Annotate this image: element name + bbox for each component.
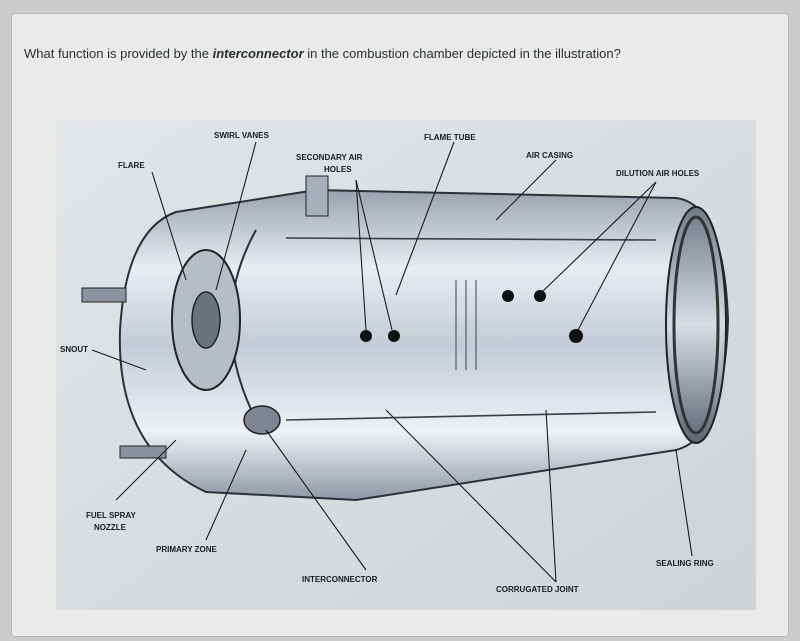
corrugated-joint-shape	[455, 280, 477, 370]
combustion-chamber-diagram: SWIRL VANES FLAME TUBE SECONDARY AIR HOL…	[56, 120, 756, 610]
label-air-casing: AIR CASING	[526, 151, 573, 160]
label-swirl-vanes: SWIRL VANES	[214, 131, 269, 140]
secondary-air-hole	[360, 330, 372, 342]
dilution-air-hole	[569, 329, 583, 343]
sealing-ring-shape	[672, 215, 720, 435]
label-interconnector: INTERCONNECTOR	[302, 575, 378, 584]
flame-tube-body	[285, 237, 657, 421]
outlet-opening	[665, 206, 727, 444]
top-mount	[305, 175, 329, 217]
label-flare: FLARE	[118, 161, 145, 170]
label-sealing-ring: SEALING RING	[656, 559, 714, 568]
label-primary-zone: PRIMARY ZONE	[156, 545, 218, 554]
leader-lines	[91, 141, 693, 583]
interconnector-shape	[243, 405, 281, 435]
label-fuel-spray-line2: NOZZLE	[94, 523, 127, 532]
question-prefix: What function is provided by the	[24, 46, 213, 61]
question-term: interconnector	[212, 46, 304, 61]
question-suffix: in the combustion chamber depicted in th…	[303, 46, 621, 61]
label-secondary-air-line1: SECONDARY AIR	[296, 153, 363, 162]
dilution-air-hole	[534, 290, 546, 302]
label-snout: SNOUT	[60, 345, 88, 354]
combustion-chamber-illustration: SWIRL VANES FLAME TUBE SECONDARY AIR HOL…	[56, 120, 756, 610]
dilution-air-hole	[502, 290, 514, 302]
label-dilution-air-holes: DILUTION AIR HOLES	[616, 169, 700, 178]
fuel-nozzle-stub	[119, 445, 167, 459]
swirl-vane-hub	[191, 291, 221, 349]
label-corrugated-joint: CORRUGATED JOINT	[496, 585, 579, 594]
secondary-air-hole	[388, 330, 400, 342]
label-fuel-spray-line1: FUEL SPRAY	[86, 511, 136, 520]
label-flame-tube: FLAME TUBE	[424, 133, 476, 142]
snout-stub	[81, 287, 127, 303]
label-secondary-air-line2: HOLES	[324, 165, 352, 174]
question-text: What function is provided by the interco…	[24, 42, 759, 66]
